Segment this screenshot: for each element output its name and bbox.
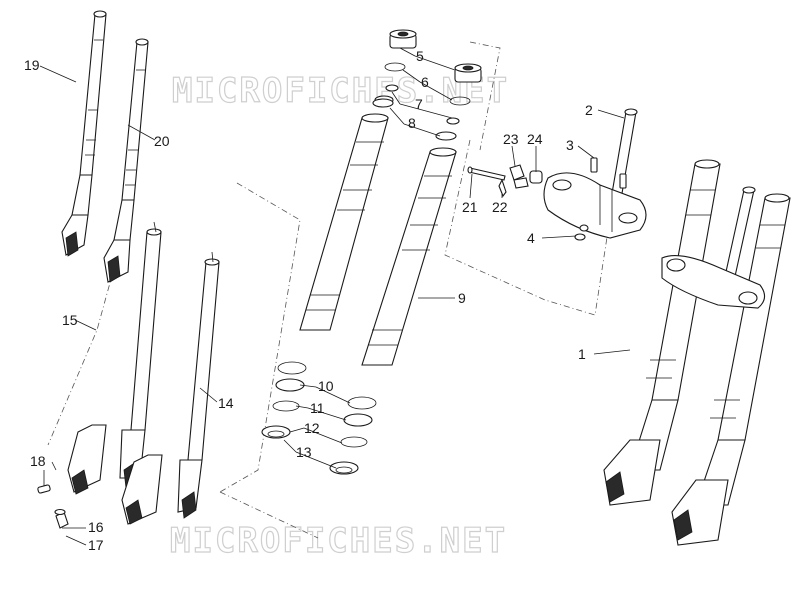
callout-16: 16 xyxy=(88,519,104,535)
part-14-fork-foot xyxy=(121,454,163,525)
part-10-seal-stack-right xyxy=(329,396,377,475)
callout-7: 7 xyxy=(415,96,423,112)
group-outline-top-parts xyxy=(469,41,501,151)
callout-19: 19 xyxy=(24,57,40,73)
part-8-washers xyxy=(372,98,457,141)
callout-22: 22 xyxy=(492,199,508,215)
group-outline-triple-clamp xyxy=(444,139,623,316)
part-21-pin xyxy=(467,166,506,181)
part-23-clip xyxy=(509,164,529,189)
part-2-triple-clamp xyxy=(543,108,647,239)
callout-17: 17 xyxy=(88,537,104,553)
part-4-bolts xyxy=(574,224,589,241)
callout-20: 20 xyxy=(154,133,170,149)
part-20-fork-leg xyxy=(103,38,149,283)
callout-3: 3 xyxy=(566,137,574,153)
callout-2: 2 xyxy=(585,102,593,118)
part-16-17-screw xyxy=(54,508,69,529)
callout-18: 18 xyxy=(30,453,46,469)
callout-14: 14 xyxy=(218,395,234,411)
callout-13: 13 xyxy=(296,444,312,460)
callout-labels: 19 20 15 14 18 16 17 9 5 6 7 8 10 11 12 … xyxy=(24,48,593,553)
part-10-seal-stack-left xyxy=(261,361,307,439)
leader-lines xyxy=(39,47,631,546)
callout-4: 4 xyxy=(527,230,535,246)
part-18-screw xyxy=(37,484,51,494)
callout-8: 8 xyxy=(408,115,416,131)
callout-5: 5 xyxy=(416,48,424,64)
part-3-bolts xyxy=(590,157,627,189)
part-6-o-rings xyxy=(384,62,471,106)
callout-24: 24 xyxy=(527,131,543,147)
part-22-screw xyxy=(498,178,507,198)
part-15-fork-foot xyxy=(67,424,107,495)
part-14-inner-rod xyxy=(177,251,220,519)
part-19-fork-leg xyxy=(61,10,107,257)
part-5-cap-right xyxy=(454,63,482,83)
callout-15: 15 xyxy=(62,312,78,328)
watermark-bottom: MICROFICHES.NET xyxy=(170,521,507,561)
callout-23: 23 xyxy=(503,131,519,147)
callout-10: 10 xyxy=(318,378,334,394)
callout-11: 11 xyxy=(310,400,325,416)
part-9-outer-tube-left xyxy=(299,113,389,331)
callout-9: 9 xyxy=(458,290,466,306)
part-5-cap-left xyxy=(389,29,417,49)
callout-1: 1 xyxy=(578,346,586,362)
part-24-spacer xyxy=(529,170,543,184)
watermark-top: MICROFICHES.NET xyxy=(172,71,509,111)
callout-6: 6 xyxy=(421,74,429,90)
part-9-outer-tube-right xyxy=(361,147,457,366)
callout-21: 21 xyxy=(462,199,478,215)
callout-12: 12 xyxy=(304,420,320,436)
part-1-fork-assembly xyxy=(603,159,791,546)
